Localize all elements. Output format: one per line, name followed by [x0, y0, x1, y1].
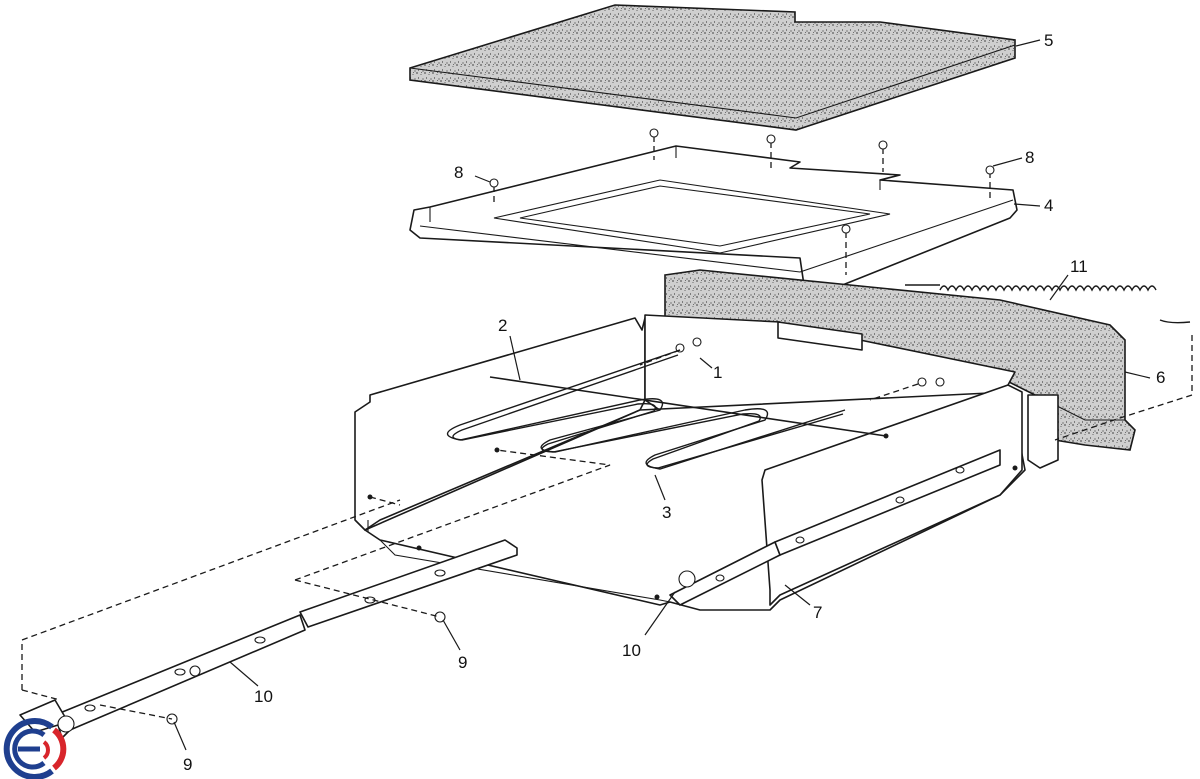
- coil-element-part: [905, 284, 1191, 324]
- callout-8-left: 8: [454, 163, 463, 182]
- callout-1: 1: [713, 363, 722, 382]
- left-slide-rail-part: [19, 539, 518, 739]
- insulation-pad-part: [409, 4, 1016, 131]
- rod-part: [489, 376, 887, 437]
- callout-2: 2: [498, 316, 507, 335]
- callout-10-left: 10: [254, 687, 273, 706]
- right-slide-rail-part: [669, 449, 1001, 606]
- heating-element-part: [446, 349, 846, 470]
- callout-7: 7: [813, 603, 822, 622]
- top-screws-part: [489, 128, 995, 275]
- callout-labels: 1 2 3 4 5 6 7 8 8 9 9 10 10 11: [183, 31, 1165, 774]
- brand-logo-icon: [3, 718, 67, 779]
- callout-6: 6: [1156, 368, 1165, 387]
- callout-10-right: 10: [622, 641, 641, 660]
- callout-8-right: 8: [1025, 148, 1034, 167]
- callout-5: 5: [1044, 31, 1053, 50]
- callout-3: 3: [662, 503, 671, 522]
- leader-lines: [173, 39, 1151, 751]
- callout-11: 11: [1070, 257, 1088, 276]
- callout-9-left: 9: [183, 755, 192, 774]
- callout-4: 4: [1044, 196, 1053, 215]
- assembly-dashed-lines: [21, 335, 1193, 720]
- callout-9-center: 9: [458, 653, 467, 672]
